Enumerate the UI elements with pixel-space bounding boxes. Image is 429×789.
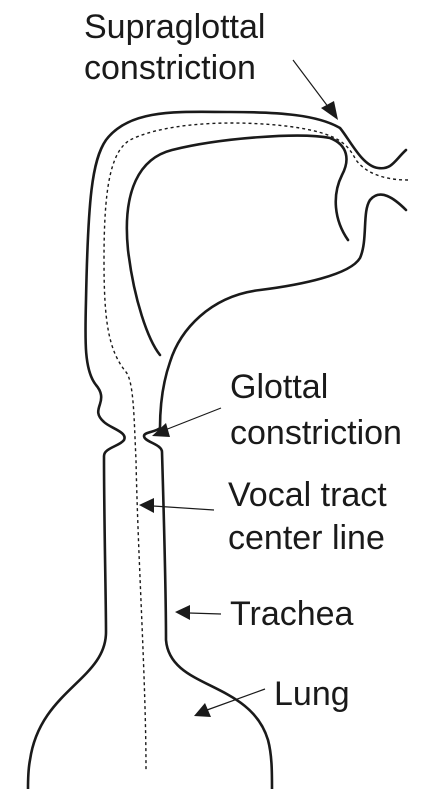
supraglottal-label-line1: Supraglottal [84,8,265,46]
glottal-label-line2: constriction [230,414,402,452]
lung-pointer-line [207,689,265,710]
centerline-label-line1: Vocal tract [228,476,387,514]
glottal-label-line1: Glottal [230,368,328,406]
lung-label: Lung [274,675,350,713]
centerline-label-line2: center line [228,519,385,557]
trachea-pointer-line [189,613,221,614]
glottal-pointer-line [165,408,221,430]
centerline-pointer-line [153,506,214,510]
oral-cavity-outline [127,136,348,355]
supraglottal-pointer-line [293,60,329,108]
trachea-pointer-arrowhead [175,605,190,620]
supraglottal-label-line2: constriction [84,49,256,87]
supraglottal-pointer-arrowhead [321,101,338,120]
centerline-pointer-arrowhead [139,498,154,513]
trachea-label: Trachea [230,595,354,633]
